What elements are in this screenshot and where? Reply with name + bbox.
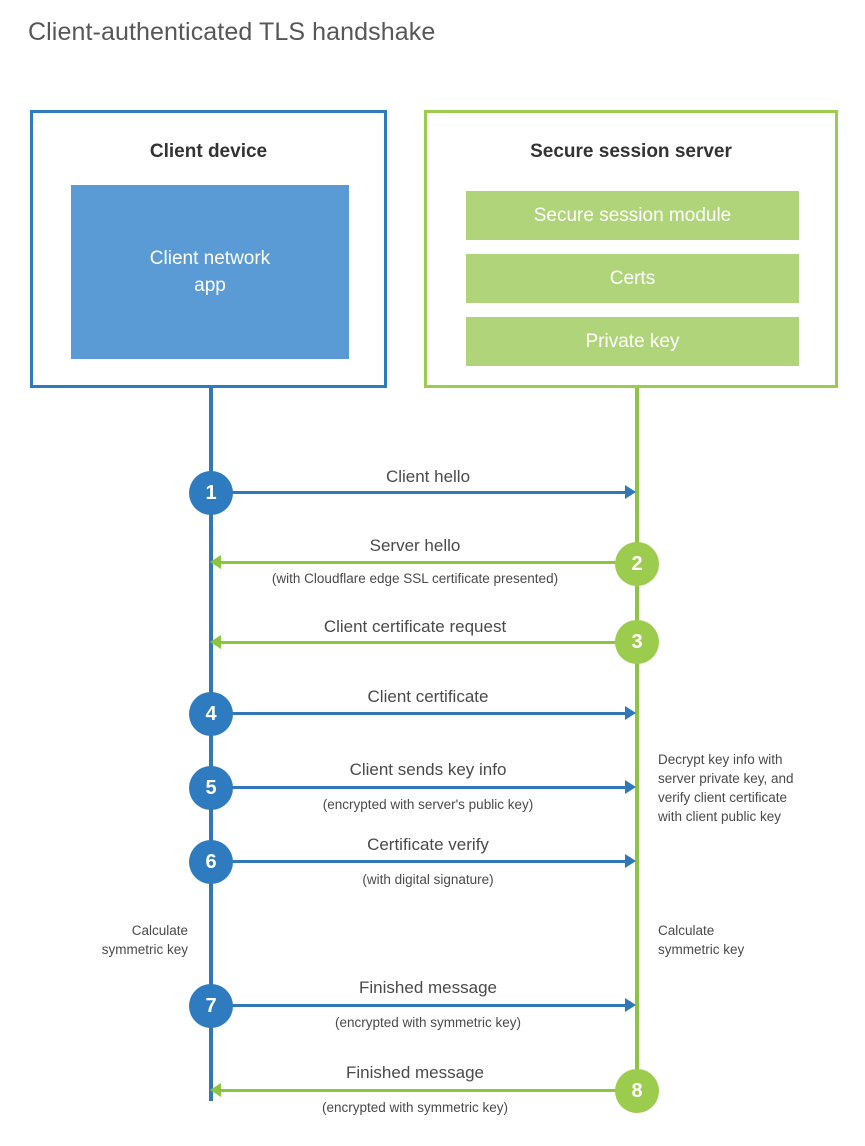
message-3-arrowhead-left-icon: [210, 635, 221, 649]
step-circle-1[interactable]: 1: [189, 471, 233, 515]
client-network-app-block: Client network app: [71, 185, 349, 359]
message-1-label: Client hello: [385, 467, 471, 486]
step-circle-4[interactable]: 4: [189, 692, 233, 736]
message-1-shaft: [211, 491, 625, 494]
message-5-arrowhead-right-icon: [625, 780, 636, 794]
message-5-label: Client sends key info: [349, 760, 507, 779]
client-calculate-symmetric-key-note: Calculate symmetric key: [101, 923, 188, 957]
message-2-label: Server hello: [369, 536, 461, 555]
step-circle-8[interactable]: 8: [615, 1069, 659, 1113]
message-8-shaft: [221, 1089, 637, 1092]
step-circle-2[interactable]: 2: [615, 542, 659, 586]
message-6-arrowhead-right-icon: [625, 854, 636, 868]
message-4-label: Client certificate: [367, 687, 489, 706]
message-5-sublabel: (encrypted with server's public key): [322, 797, 534, 812]
step-circle-7[interactable]: 7: [189, 984, 233, 1028]
message-7-shaft: [211, 1004, 625, 1007]
client-lifeline: [209, 388, 213, 1101]
server-item-certs: Certs: [466, 254, 799, 303]
secure-session-server-title: Secure session server: [530, 141, 732, 162]
message-8-label: Finished message: [346, 1063, 484, 1082]
server-item-secure-session-module: Secure session module: [466, 191, 799, 240]
message-5-shaft: [211, 786, 625, 789]
message-8-sublabel: (encrypted with symmetric key): [321, 1100, 509, 1115]
message-1-arrowhead-right-icon: [625, 485, 636, 499]
step-circle-5[interactable]: 5: [189, 766, 233, 810]
message-7-arrowhead-right-icon: [625, 998, 636, 1012]
step-circle-6[interactable]: 6: [189, 840, 233, 884]
message-6-sublabel: (with digital signature): [362, 872, 494, 887]
step-circle-3[interactable]: 3: [615, 620, 659, 664]
message-6-label: Certificate verify: [367, 835, 489, 854]
server-item-private-key: Private key: [466, 317, 799, 366]
message-2-shaft: [221, 561, 637, 564]
page-title: Client-authenticated TLS handshake: [28, 18, 436, 46]
message-6-shaft: [211, 860, 625, 863]
message-4-shaft: [211, 712, 625, 715]
server-lifeline: [635, 388, 639, 1094]
message-3-shaft: [221, 641, 637, 644]
message-3-label: Client certificate request: [323, 617, 507, 636]
message-4-arrowhead-right-icon: [625, 706, 636, 720]
server-decrypt-note: Decrypt key info with server private key…: [658, 752, 794, 824]
message-7-label: Finished message: [359, 978, 497, 997]
client-device-title: Client device: [149, 141, 268, 162]
client-device-box: Client device Client network app: [30, 110, 387, 388]
message-2-arrowhead-left-icon: [210, 555, 221, 569]
message-8-arrowhead-left-icon: [210, 1083, 221, 1097]
server-calculate-symmetric-key-note: Calculate symmetric key: [658, 923, 745, 957]
message-7-sublabel: (encrypted with symmetric key): [334, 1015, 522, 1030]
message-2-sublabel: (with Cloudflare edge SSL certificate pr…: [271, 571, 559, 586]
secure-session-server-box: Secure session server Secure session mod…: [424, 110, 838, 388]
